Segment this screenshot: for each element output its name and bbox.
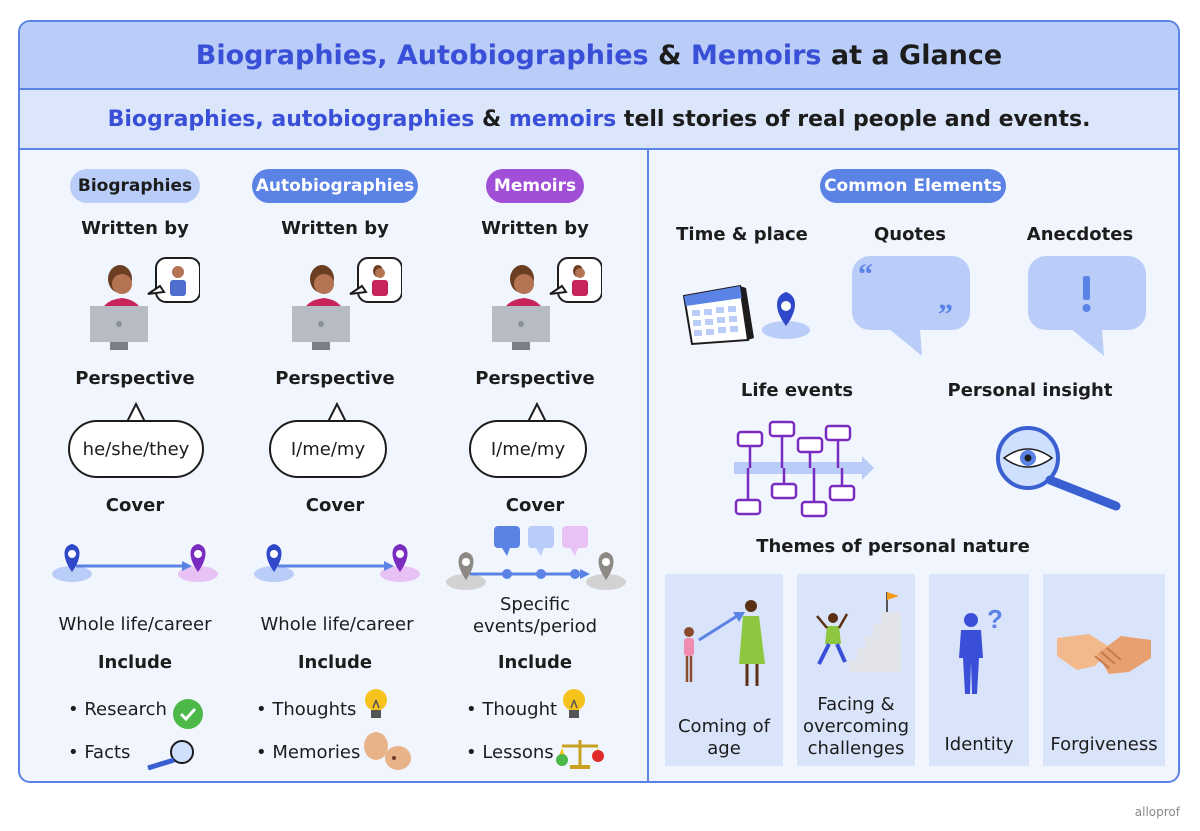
growing-up-icon	[684, 600, 765, 686]
anecdotes-label: Anecdotes	[1026, 224, 1134, 245]
autobiographies-written-by-label: Written by	[281, 218, 389, 239]
svg-text:?: ?	[987, 604, 1003, 634]
theme-label: Facing & overcoming challenges	[802, 694, 910, 759]
scale-icon	[556, 740, 604, 769]
lightbulb-icon	[563, 689, 585, 718]
check-icon	[173, 699, 203, 729]
subtitle-part-2: memoirs	[508, 106, 617, 132]
timeline-pins-icon	[254, 544, 420, 582]
autobiographies-heading: Autobiographies	[252, 169, 418, 203]
include-item: • Thoughts	[256, 699, 357, 720]
title-part-3: at a Glance	[821, 39, 1003, 71]
biographies-cover-text: Whole life/career	[58, 614, 212, 635]
life-events-timeline-icon	[734, 420, 874, 518]
bubble-pointer	[326, 402, 348, 424]
svg-text:”: ”	[938, 298, 953, 331]
quote-bubble-icon: “ ”	[852, 256, 970, 356]
page-title: Biographies, Autobiographies & Memoirs a…	[20, 22, 1178, 90]
biographies-written-by-label: Written by	[81, 218, 189, 239]
section-divider	[647, 150, 649, 781]
autobiographies-perspective-label: Perspective	[275, 368, 395, 389]
calendar-location-icon	[682, 284, 810, 346]
subtitle-part-3: tell stories of real people and events.	[616, 106, 1091, 132]
subtitle: Biographies, autobiographies & memoirs t…	[20, 90, 1178, 150]
include-item: • Research	[68, 699, 167, 720]
time-place-label: Time & place	[676, 224, 808, 245]
svg-text:“: “	[858, 258, 873, 291]
theme-label: Forgiveness	[1050, 734, 1158, 755]
themes-heading: Themes of personal nature	[756, 536, 1030, 557]
autobiographies-include-label: Include	[297, 652, 373, 673]
theme-facing-challenges: Facing & overcoming challenges	[797, 574, 915, 766]
writer-icon	[492, 257, 602, 350]
stairs-climber-icon	[816, 592, 901, 672]
include-item: • Facts	[68, 742, 131, 763]
memoirs-written-by-label: Written by	[481, 218, 589, 239]
autobiographies-cover-text: Whole life/career	[260, 614, 414, 635]
autobiographies-perspective-bubble: I/me/my	[269, 420, 387, 478]
biographies-perspective-bubble: he/she/they	[68, 420, 204, 478]
biographies-cover-label: Cover	[105, 495, 165, 516]
biographies-perspective-label: Perspective	[75, 368, 195, 389]
theme-label: Identity	[944, 734, 1014, 755]
biographies-include-label: Include	[97, 652, 173, 673]
title-part-2: Memoirs	[690, 39, 822, 71]
heads-icon	[364, 732, 411, 770]
bubble-pointer	[125, 402, 147, 424]
biographies-heading: Biographies	[70, 169, 200, 203]
exclamation-bubble-icon	[1028, 256, 1146, 356]
handshake-icon	[1057, 634, 1151, 674]
bubble-pointer	[526, 402, 548, 424]
quotes-label: Quotes	[873, 224, 946, 245]
title-ampersand: &	[648, 39, 691, 71]
theme-forgiveness: Forgiveness	[1043, 574, 1165, 766]
personal-insight-label: Personal insight	[947, 380, 1113, 401]
include-item: • Memories	[256, 742, 361, 763]
memoirs-perspective-label: Perspective	[475, 368, 595, 389]
magnifier-icon	[147, 740, 194, 771]
subtitle-part-1: Biographies, autobiographies	[107, 106, 475, 132]
subtitle-ampersand: &	[474, 106, 509, 132]
theme-identity: ? Identity	[929, 574, 1029, 766]
lightbulb-icon	[365, 689, 387, 718]
memoirs-perspective-bubble: I/me/my	[469, 420, 587, 478]
writer-icon	[292, 257, 402, 350]
memoirs-cover-label: Cover	[505, 495, 565, 516]
timeline-pins-icon	[52, 544, 218, 582]
theme-coming-of-age: Coming of age	[665, 574, 783, 766]
eye-magnifier-icon	[996, 426, 1121, 511]
memoirs-include-label: Include	[497, 652, 573, 673]
memoirs-cover-text: Specific events/period	[472, 594, 598, 637]
life-events-label: Life events	[740, 380, 854, 401]
events-timeline-icon	[446, 526, 626, 590]
theme-label: Coming of age	[677, 716, 771, 759]
include-item: • Lessons	[466, 742, 554, 763]
memoirs-heading: Memoirs	[486, 169, 584, 203]
autobiographies-cover-label: Cover	[305, 495, 365, 516]
infographic-frame: Biographies, Autobiographies & Memoirs a…	[18, 20, 1180, 783]
person-question-icon: ?	[959, 604, 1003, 694]
alloprof-logo: alloprof	[1134, 805, 1180, 819]
common-elements-heading: Common Elements	[820, 169, 1006, 203]
include-item: • Thought	[466, 699, 558, 720]
writer-icon	[90, 257, 200, 350]
title-part-1: Biographies, Autobiographies	[195, 39, 649, 71]
